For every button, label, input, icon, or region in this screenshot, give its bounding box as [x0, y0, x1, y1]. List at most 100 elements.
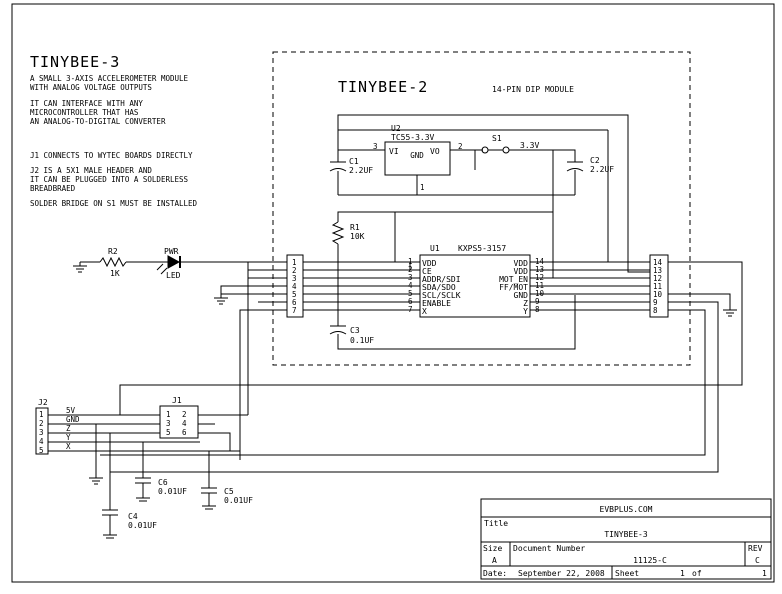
u1-pin-label: Y — [523, 307, 528, 316]
wire-vin — [337, 114, 650, 273]
j2-signal: X — [66, 442, 71, 451]
tb-docnum-label: Document Number — [513, 544, 585, 553]
j2-pin-num: 3 — [39, 428, 44, 437]
j1-pin-labels: 1 2 3 4 5 6 — [166, 410, 187, 437]
c2-plate-curved — [566, 168, 584, 172]
c5-ref: C5 — [224, 487, 234, 496]
v33-label: 3.3V — [520, 141, 539, 150]
dip-pin-num: 9 — [653, 298, 658, 307]
module-subtitle: 14-PIN DIP MODULE — [492, 85, 574, 94]
title-block: EVBPLUS.COM Title TINYBEE-3 Size A Docum… — [480, 498, 772, 580]
r1-value: 10K — [350, 232, 365, 241]
s1-ref: S1 — [492, 134, 502, 143]
u1-pin-label: VDD — [514, 267, 529, 276]
dip-pin-num: 6 — [292, 298, 297, 307]
led-diode — [167, 255, 181, 269]
wire-5v-loop — [119, 261, 743, 415]
main-title: TINYBEE-3 — [30, 53, 120, 71]
dip-pin-num: 7 — [292, 306, 297, 315]
dip-pin-num: 11 — [653, 282, 662, 291]
dip-pin-num: 10 — [653, 290, 663, 299]
j1-pin-num: 5 — [166, 428, 171, 437]
dip-left-pin-labels: 1 2 3 4 5 6 7 — [292, 258, 297, 315]
j2-pin-labels: 1 2 3 4 5 5V GND Z Y X — [39, 406, 80, 455]
note-line: J1 CONNECTS TO WYTEC BOARDS DIRECTLY — [30, 151, 193, 160]
tb-of-label: of — [692, 569, 702, 578]
led-ref: PWR — [164, 247, 179, 256]
tb-date-label: Date: — [483, 569, 507, 578]
dip-pin-num: 2 — [292, 266, 297, 275]
r2-ref: R2 — [108, 247, 118, 256]
u1-pin-label: ENABLE — [422, 299, 451, 308]
tb-docnum-value: 11125-C — [633, 556, 667, 565]
dip-pin-num: 4 — [292, 282, 297, 291]
wire-y — [100, 309, 706, 456]
note-line: MICROCONTROLLER THAT HAS — [30, 108, 139, 117]
tb-rev-value: C — [755, 556, 760, 565]
j1-header — [159, 405, 199, 439]
u1-ref: U1 — [430, 244, 440, 253]
u1-left-wires — [303, 212, 420, 311]
c1-plate-curved — [329, 168, 347, 172]
u1-pin-label: VDD — [422, 259, 437, 268]
c1-value: 2.2UF — [349, 166, 373, 175]
j2-pin-num: 1 — [39, 410, 44, 419]
note-line: AN ANALOG-TO-DIGITAL CONVERTER — [30, 117, 166, 126]
c3-ref: C3 — [350, 326, 360, 335]
led-arrow — [156, 263, 164, 271]
u2-pin3: 3 — [373, 142, 378, 151]
wire-r1-top — [337, 211, 553, 222]
c5-value: 0.01UF — [224, 496, 253, 505]
j1-pin-num: 6 — [182, 428, 187, 437]
j1-pin-num: 4 — [182, 419, 187, 428]
tb-title-value: TINYBEE-3 — [604, 530, 648, 539]
tb-rev-label: REV — [748, 544, 763, 553]
dip-pin-num: 14 — [653, 258, 663, 267]
u2-ref: U2 — [391, 124, 401, 133]
note-line: A SMALL 3-AXIS ACCELEROMETER MODULE — [30, 74, 189, 83]
c3-value: 0.1UF — [350, 336, 374, 345]
u2-vo: VO — [430, 147, 440, 156]
c2-ref: C2 — [590, 156, 600, 165]
module-outline — [272, 51, 691, 366]
notes-block: TINYBEE-3 A SMALL 3-AXIS ACCELEROMETER M… — [30, 53, 198, 208]
u1-pin-label: ADDR/SDI — [422, 275, 461, 284]
tb-of-value: 1 — [762, 569, 767, 578]
j2-pin-num: 2 — [39, 419, 44, 428]
j2-signal: Z — [66, 424, 71, 433]
tb-title-label: Title — [484, 519, 508, 528]
wire-z — [110, 301, 719, 473]
j2-signal: Y — [66, 433, 71, 442]
u2-vi: VI — [389, 147, 399, 156]
tb-date-value: September 22, 2008 — [518, 569, 605, 578]
wire-3v3 — [509, 149, 576, 162]
title-block-frame — [480, 498, 772, 580]
s1-contact-b — [502, 146, 510, 154]
j2-pin-num: 5 — [39, 446, 44, 455]
c4-ref: C4 — [128, 512, 138, 521]
dip-pin-num: 3 — [292, 274, 297, 283]
tb-sheet-label: Sheet — [615, 569, 639, 578]
u2-gnd-label: GND — [410, 151, 424, 160]
r1-ref: R1 — [350, 223, 360, 232]
c6-ref: C6 — [158, 478, 168, 487]
u1-pin-label: SCL/SCLK — [422, 291, 461, 300]
wire-gnd-right — [668, 293, 731, 310]
wire-p4-gnd — [220, 285, 287, 298]
dip-pin-num: 13 — [653, 266, 662, 275]
dip-pin-num: 8 — [653, 306, 658, 315]
dip-pin-num: 5 — [292, 290, 297, 299]
dip-right-header — [649, 254, 669, 318]
dip-pin-num: 12 — [653, 274, 662, 283]
module-title: TINYBEE-2 — [338, 78, 428, 96]
j1-ref: J1 — [172, 396, 182, 405]
u1-pin-label: CE — [422, 267, 432, 276]
j2-ref: J2 — [38, 398, 48, 407]
c4-value: 0.01UF — [128, 521, 157, 530]
j1-pin-num: 1 — [166, 410, 171, 419]
r2-value: 1K — [110, 269, 120, 278]
sheet-border — [11, 3, 775, 583]
u2-pin2: 2 — [458, 142, 463, 151]
